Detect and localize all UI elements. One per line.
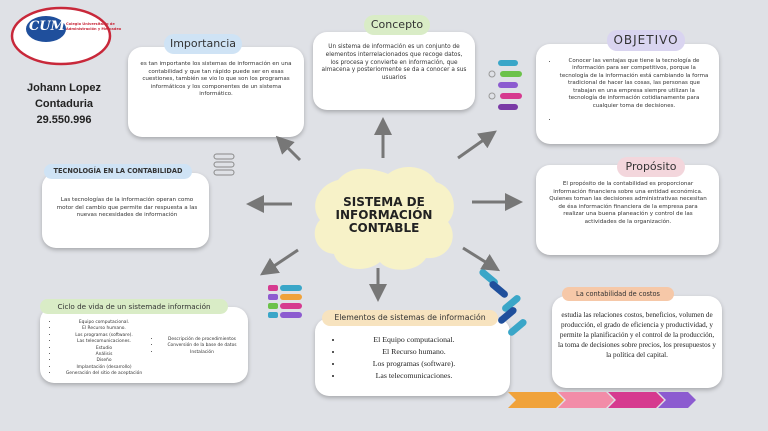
ciclo-item: Descripción de procedimientos xyxy=(160,337,244,343)
concepto-card: Un sistema de información es un conjunto… xyxy=(313,32,475,110)
arrow-objetivo xyxy=(457,130,497,160)
elementos-card: El Equipo computacional. El Recurso huma… xyxy=(315,318,510,396)
elementos-item: El Equipo computacional. xyxy=(343,334,485,346)
ciclo-item: Equipo computacional. xyxy=(58,320,150,326)
center-line-3: CONTABLE xyxy=(348,221,420,235)
ciclo-item: Generación del sitio de aceptación xyxy=(58,371,150,377)
elementos-item: Los programas (software). xyxy=(343,358,485,370)
logo: CUM Colegio Universitario de Administrac… xyxy=(10,6,122,66)
elementos-item: El Recurso humano. xyxy=(343,346,485,358)
ciclo-item: Los programas (software). xyxy=(58,333,150,339)
author-name: Johann Lopez xyxy=(27,82,101,94)
importancia-title: Importancia xyxy=(164,34,242,54)
arrow-costos xyxy=(462,246,501,272)
author-info: Johann Lopez Contaduria 29.550.996 xyxy=(14,80,114,128)
costos-card: estudia las relaciones costos, beneficio… xyxy=(552,296,722,388)
center-blob: SISTEMA DE INFORMACIÓN CONTABLE xyxy=(308,160,460,276)
dna-decoration xyxy=(470,268,540,340)
tecnologia-text: Las tecnologías de la información operan… xyxy=(56,197,198,219)
ciclo-col2: Descripción de procedimientos Conversión… xyxy=(152,337,244,356)
arrow-importancia xyxy=(275,135,302,162)
stack-decoration xyxy=(212,152,238,180)
tecnologia-card: Las tecnologías de la información operan… xyxy=(42,173,209,248)
proposito-card: El propósito de la contabilidad es propo… xyxy=(536,165,719,255)
logo-acronym: CUM xyxy=(28,19,66,34)
costos-title: La contabilidad de costos xyxy=(562,287,674,301)
center-title: SISTEMA DE INFORMACIÓN CONTABLE xyxy=(308,196,460,235)
logo-name-2: Administración y Mercadeo xyxy=(66,27,122,31)
costos-text: estudia las relaciones costos, beneficio… xyxy=(558,311,716,360)
objetivo-text: Conocer las ventajas que tiene la tecnol… xyxy=(558,58,710,110)
ciclo-card: Equipo computacional. El Recurso humano.… xyxy=(40,307,248,383)
ciclo-col1: Equipo computacional. El Recurso humano.… xyxy=(50,320,150,377)
ciclo-item: Implantación (desarrollo) xyxy=(58,365,150,371)
logo-name-1: Colegio Universitario de xyxy=(66,22,115,26)
center-line-1: SISTEMA DE xyxy=(343,195,425,209)
logo-emblem xyxy=(10,6,112,66)
ciclo-item: Conversión de la base de datos xyxy=(160,343,244,349)
author-id: 29.550.996 xyxy=(36,114,92,126)
blob-shape xyxy=(314,167,454,270)
stripes-decoration xyxy=(488,58,528,114)
objetivo-card: Conocer las ventajas que tiene la tecnol… xyxy=(536,44,719,144)
blocks-decoration xyxy=(264,283,308,319)
ciclo-item: Diseño xyxy=(58,358,150,364)
author-career: Contaduria xyxy=(34,98,94,110)
chevron-decoration xyxy=(508,390,698,410)
center-line-2: INFORMACIÓN xyxy=(335,208,433,222)
arrow-ciclo xyxy=(260,248,299,276)
ciclo-title: Ciclo de vida de un sistemade informació… xyxy=(40,299,228,314)
objetivo-list: Conocer las ventajas que tiene la tecnol… xyxy=(550,58,710,123)
concepto-title: Concepto xyxy=(364,15,430,35)
proposito-title: Propósito xyxy=(617,157,685,177)
objetivo-title: OBJETIVO xyxy=(607,30,685,51)
tecnologia-title: TECNOLOGÍA EN LA CONTABILIDAD xyxy=(44,164,192,179)
ciclo-item: Instalación xyxy=(160,350,244,356)
elementos-title: Elementos de sistemas de información xyxy=(322,310,498,326)
ciclo-item: Estudio xyxy=(58,346,150,352)
importancia-text: es tan importante los sistemas de inform… xyxy=(140,61,292,98)
ciclo-item: Las telecomunicaciones. xyxy=(58,339,150,345)
objetivo-empty-bullet xyxy=(558,116,710,123)
elementos-list: El Equipo computacional. El Recurso huma… xyxy=(335,334,485,382)
proposito-text: El propósito de la contabilidad es propo… xyxy=(549,181,707,225)
ciclo-item: Análisis xyxy=(58,352,150,358)
concepto-text: Un sistema de información es un conjunto… xyxy=(321,44,467,82)
elementos-item: Las telecomunicaciones. xyxy=(343,370,485,382)
importancia-card: es tan importante los sistemas de inform… xyxy=(128,47,304,137)
ciclo-item: El Recurso humano. xyxy=(58,326,150,332)
